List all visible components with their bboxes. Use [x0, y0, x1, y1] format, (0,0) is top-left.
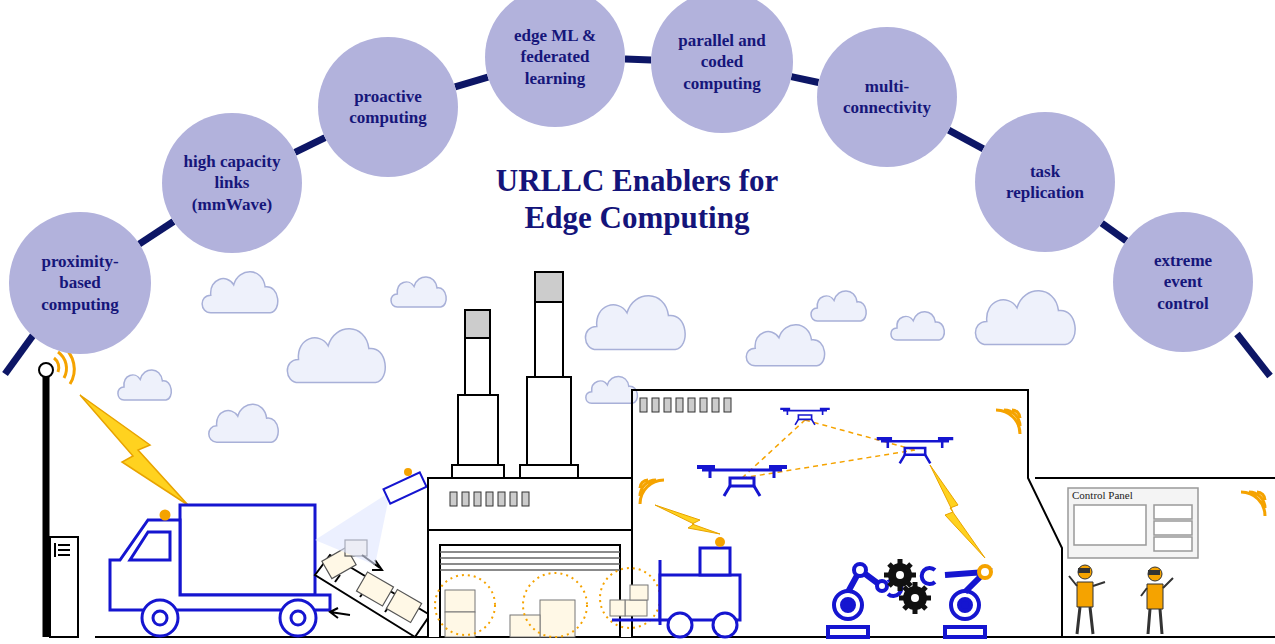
arc-connector: [791, 77, 818, 83]
enabler-circle: proactive computing: [318, 37, 458, 177]
control-panel: [1068, 488, 1198, 558]
arc-connector: [625, 59, 651, 61]
enabler-label: edge ML & federated learning: [508, 25, 603, 89]
enabler-label: proactive computing: [333, 86, 443, 129]
enabler-circle: high capacity links (mmWave): [162, 113, 302, 253]
arc-connector: [139, 221, 173, 244]
forklift: [600, 537, 740, 637]
enabler-circle: extreme event control: [1113, 212, 1253, 352]
truck: [110, 505, 330, 636]
clouds: [118, 272, 1075, 442]
arc-end: [5, 334, 34, 374]
enabler-circle: task replication: [975, 112, 1115, 252]
enabler-label: parallel and coded computing: [664, 30, 779, 94]
gears: [884, 559, 931, 614]
diagram-title: URLLC Enablers for Edge Computing: [472, 162, 802, 236]
hall-building: [632, 390, 1275, 637]
enabler-label: task replication: [990, 161, 1100, 204]
drones: [697, 409, 953, 496]
enabler-label: multi- connectivity: [835, 76, 940, 119]
arc-connector: [295, 138, 325, 153]
enabler-circle: proximity- based computing: [9, 212, 150, 353]
workers: [1069, 565, 1173, 634]
chimneys: [452, 272, 578, 478]
camera: [315, 468, 427, 565]
enabler-circle: edge ML & federated learning: [485, 0, 625, 127]
enabler-circle: parallel and coded computing: [651, 0, 792, 133]
arc-end: [1237, 334, 1270, 376]
enabler-label: extreme event control: [1141, 250, 1226, 314]
arc-connector: [1102, 223, 1127, 241]
enabler-label: high capacity links (mmWave): [182, 151, 282, 215]
panel-label: Control Panel: [1072, 489, 1133, 501]
arc-connector: [949, 130, 984, 149]
factory-building: [428, 478, 632, 637]
arc-connector: [455, 77, 488, 87]
enabler-label: proximity- based computing: [22, 251, 137, 315]
enabler-circle: multi- connectivity: [817, 27, 957, 167]
